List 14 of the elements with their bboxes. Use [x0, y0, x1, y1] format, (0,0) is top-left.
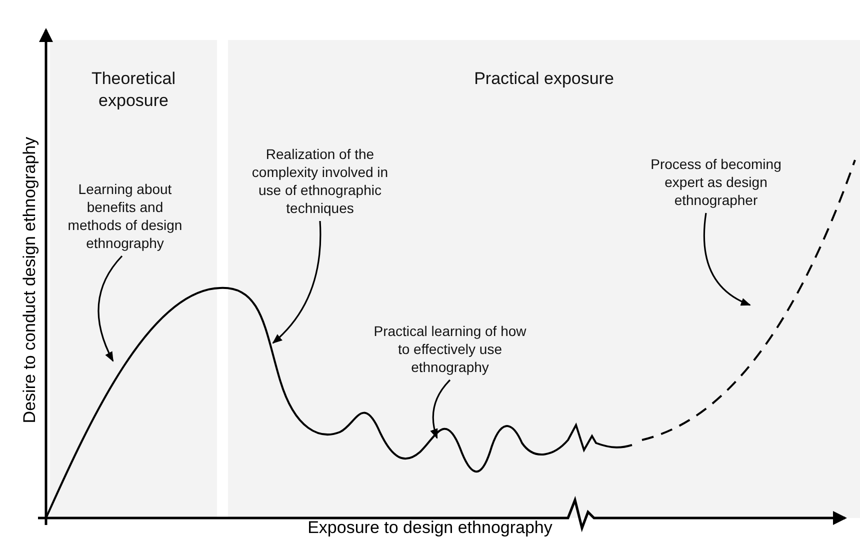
annotation-text: Learning about benefits and methods of design ethnography	[60, 180, 190, 252]
x-axis-label: Exposure to design ethnography	[306, 518, 554, 538]
leader-arrow	[430, 379, 451, 439]
annotation-text: Realization of the complexity involved in use of ethnographic techniques	[240, 145, 400, 217]
annotation-text: Practical learning of how to effectively use ethnography	[372, 322, 528, 376]
shaded-region	[228, 40, 860, 518]
leader-arrow	[272, 220, 322, 344]
y-axis-label: Desire to conduct design ethnography	[20, 136, 40, 426]
shaded-region	[50, 40, 217, 518]
region-title: Theoretical exposure	[90, 68, 177, 112]
annotation-text: Process of becoming expert as design ethnographer	[638, 155, 794, 209]
leader-arrow	[703, 212, 751, 306]
region-title: Practical exposure	[473, 68, 615, 90]
leader-arrow	[98, 255, 123, 362]
